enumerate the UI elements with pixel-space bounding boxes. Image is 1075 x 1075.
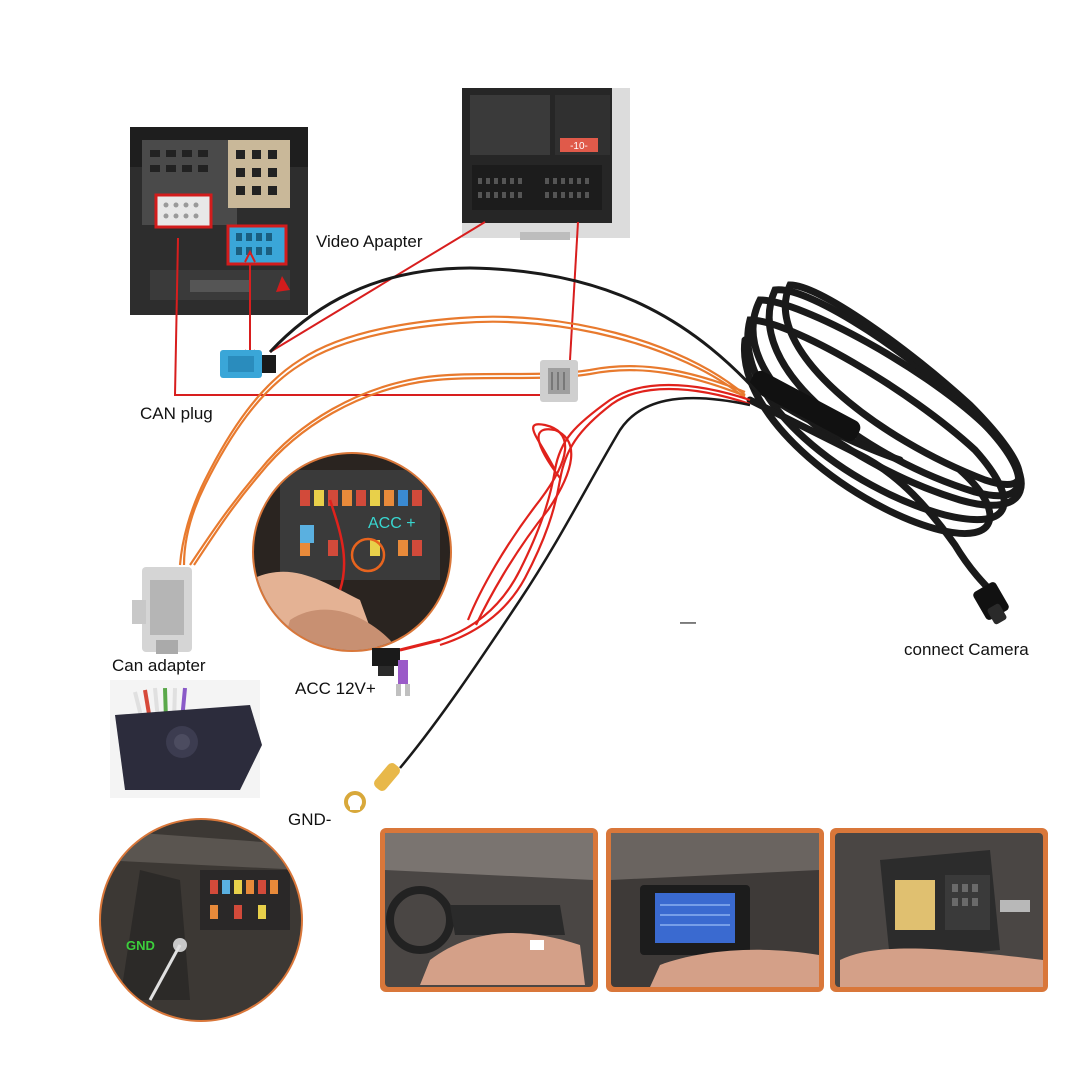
orange-twisted-wires [178,315,746,566]
cable-splitter [749,370,861,442]
red-power-wire [399,383,751,652]
installation-photo-2 [606,828,824,992]
acc-12v-label: ACC 12V+ [295,679,376,698]
acc-plus-text: ACC + [368,515,416,532]
iso-connector-photo [130,127,308,315]
fuse-box-photo: ACC + [252,452,452,652]
video-adapter-label: Video Apapter [316,232,423,251]
coiled-camera-cable [741,281,1025,599]
ring-terminal-icon [344,763,400,813]
gnd-green-text: GND [126,938,155,953]
can-adapter-label: Can adapter [112,656,206,675]
can-adapter-connector [132,567,192,654]
black-ground-wire [399,396,751,769]
connect-camera-label: connect Camera [904,640,1029,659]
installation-photo-3 [830,828,1048,992]
quadlock-connector-photo: -10- [462,88,630,240]
dash-mark: — [680,614,696,631]
grey-connector [540,360,578,402]
gnd-photo: GND [99,818,303,1022]
fuse-value-text: -10- [570,141,588,152]
gnd-label: GND- [288,810,332,829]
black-wire-video [268,266,762,397]
can-plug-connector [220,350,276,378]
camera-connector-icon [973,582,1009,625]
can-adapter-photo [110,680,262,798]
installation-photo-1 [380,828,598,992]
fuse-tap-icon [372,638,441,696]
can-plug-label: CAN plug [140,404,213,423]
